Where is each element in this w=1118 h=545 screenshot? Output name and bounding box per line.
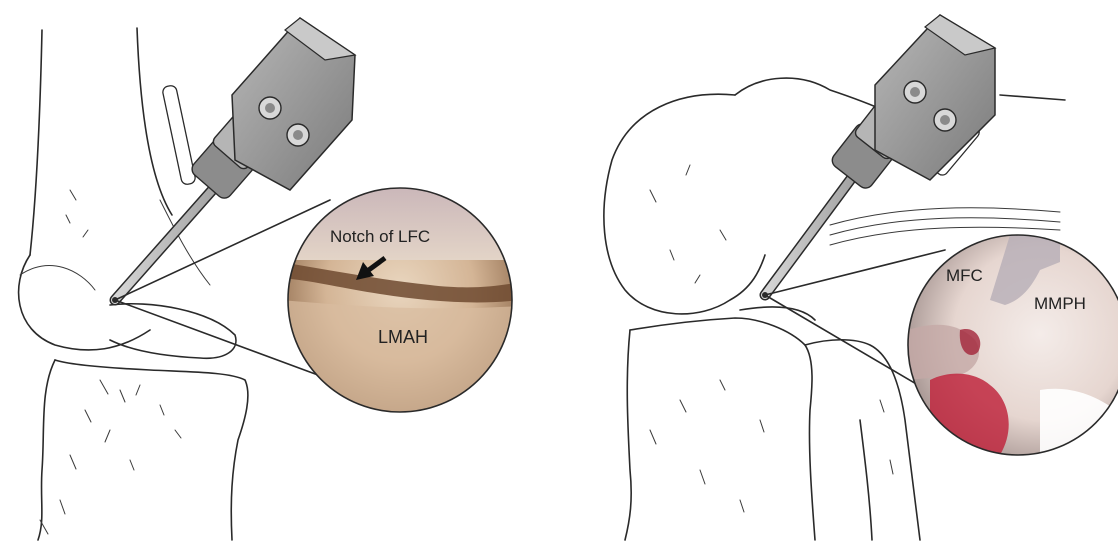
left-scope-view: Notch of LFC LMAH — [280, 180, 520, 420]
femur-outline-left — [30, 30, 42, 255]
camera-head — [232, 18, 355, 190]
label-mfc: MFC — [946, 266, 983, 285]
tibia-outline-left — [38, 360, 55, 540]
femur-outline-right — [137, 28, 172, 215]
fibula-inner — [860, 420, 872, 540]
camera-head — [875, 15, 995, 180]
label-mmph: MMPH — [1034, 294, 1086, 313]
tibia-outline-medial — [630, 318, 815, 540]
femur-shaft-line — [1000, 95, 1065, 100]
right-scope-view: MFC MMPH — [908, 235, 1118, 455]
scope-shaft — [765, 160, 865, 295]
condyle-contour — [20, 266, 95, 290]
femoral-condyle — [19, 255, 150, 350]
tendon-band-1 — [830, 208, 1060, 225]
tibia-outline-right — [55, 360, 248, 540]
femoral-condyle-medial — [604, 94, 765, 314]
bone-texture-right — [650, 165, 893, 512]
label-notch-of-lfc: Notch of LFC — [330, 227, 430, 246]
tendon-band-2 — [830, 218, 1060, 235]
lateral-meniscus — [110, 304, 236, 359]
inflow-cannula — [162, 85, 196, 186]
tibia-outline-lateral — [625, 330, 631, 540]
label-lmah: LMAH — [378, 327, 428, 347]
